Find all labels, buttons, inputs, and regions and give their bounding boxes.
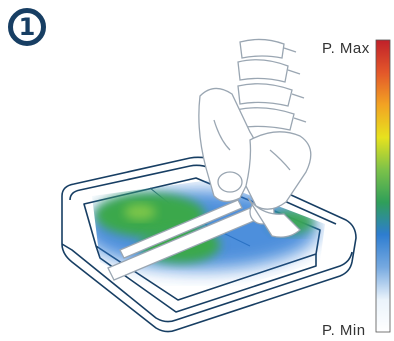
legend-color-bar	[376, 40, 390, 332]
legend-min-label: P. Min	[322, 322, 366, 339]
legend-max-label: P. Max	[322, 40, 370, 57]
lumbar-spine	[236, 39, 306, 130]
